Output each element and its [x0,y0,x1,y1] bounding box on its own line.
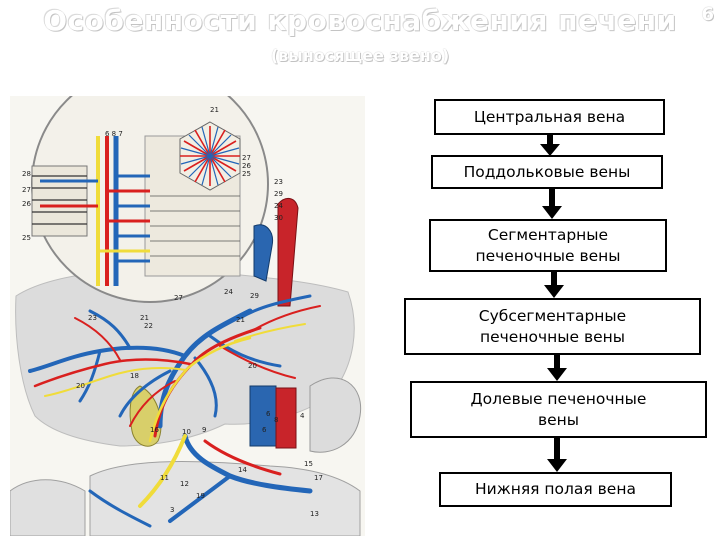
svg-text:28: 28 [22,170,31,178]
flow-step-sublobular-veins: Поддольковые вены [431,155,663,189]
svg-text:19: 19 [196,492,205,500]
svg-text:8: 8 [274,416,278,424]
svg-text:25: 25 [242,170,251,178]
slide-subtitle: (выносящее звено) [270,46,450,65]
arrow-down-icon [540,135,560,156]
flow-step-inferior-vena-cava: Нижняя полая вена [439,472,672,507]
svg-text:17: 17 [314,474,323,482]
svg-text:26: 26 [242,162,251,170]
svg-text:11: 11 [160,474,169,482]
svg-text:24: 24 [274,202,283,210]
svg-text:14: 14 [238,466,247,474]
arrow-down-icon [542,189,562,219]
svg-text:13: 13 [310,510,319,518]
flow-step-subsegmental-hepatic-veins: Субсегментарные печеночные вены [404,298,701,355]
svg-text:30: 30 [274,214,283,222]
svg-text:21: 21 [210,106,219,114]
svg-text:23: 23 [274,178,283,186]
svg-text:29: 29 [250,292,259,300]
arrow-down-icon [547,355,567,381]
svg-text:10: 10 [182,428,191,436]
svg-text:12: 12 [180,480,189,488]
svg-text:29: 29 [274,190,283,198]
svg-text:16: 16 [150,426,159,434]
svg-text:4: 4 [300,412,305,420]
svg-text:21: 21 [140,314,149,322]
svg-text:26: 26 [22,200,31,208]
svg-text:6 8 7: 6 8 7 [105,130,123,138]
svg-text:27: 27 [242,154,251,162]
svg-text:21: 21 [236,316,245,324]
slide-title: Особенности кровоснабжения печени [43,4,677,37]
svg-text:6: 6 [262,426,267,434]
svg-text:18: 18 [130,372,139,380]
svg-text:20: 20 [248,362,257,370]
arrow-down-icon [547,438,567,472]
svg-text:6: 6 [266,410,271,418]
flow-step-lobar-hepatic-veins: Долевые печеночные вены [410,381,707,438]
flow-step-segmental-hepatic-veins: Сегментарные печеночные вены [429,219,667,272]
slide-number: 6 [701,4,714,25]
svg-text:9: 9 [202,426,206,434]
svg-text:24: 24 [224,288,233,296]
arrow-down-icon [544,272,564,298]
svg-text:25: 25 [22,234,31,242]
svg-text:15: 15 [304,460,313,468]
svg-text:3: 3 [170,506,174,514]
svg-text:22: 22 [144,322,153,330]
flow-step-central-vein: Центральная вена [434,99,665,135]
svg-text:27: 27 [174,294,183,302]
svg-text:23: 23 [88,314,97,322]
svg-text:27: 27 [22,186,31,194]
svg-text:20: 20 [76,382,85,390]
